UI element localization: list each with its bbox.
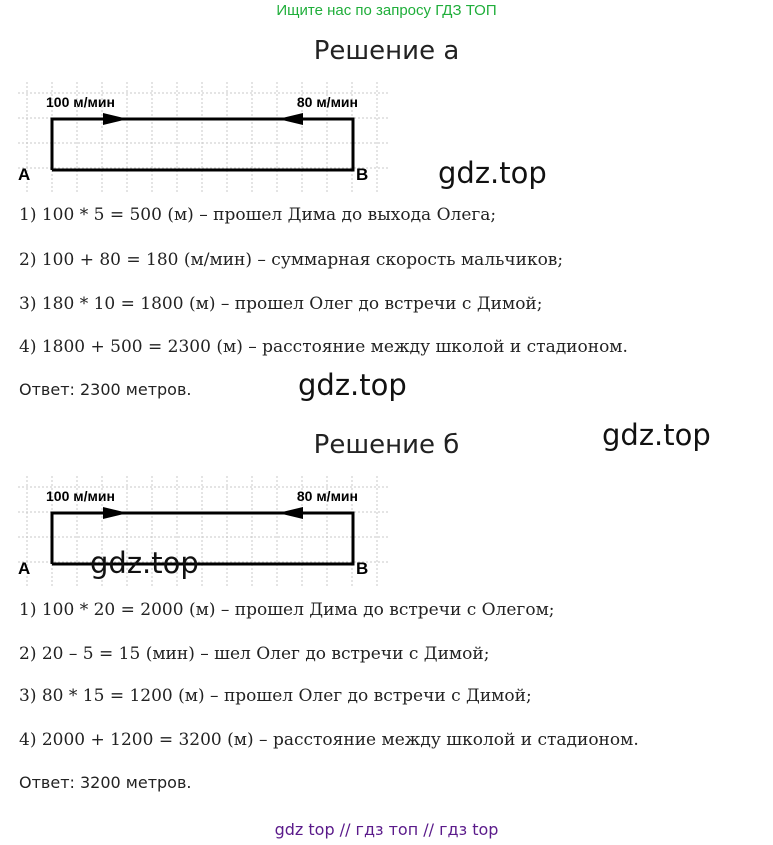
path-rectangle	[50, 511, 355, 566]
point-b-label: B	[356, 165, 368, 184]
left-speed-label: 100 м/мин	[46, 94, 115, 110]
right-arrow-icon	[103, 113, 128, 125]
search-hint-link[interactable]: Ищите нас по запросу ГДЗ ТОП	[276, 2, 497, 19]
left-arrow-icon	[278, 507, 303, 519]
right-arrow-icon	[103, 507, 128, 519]
solution-b-step-2: 2) 20 – 5 = 15 (мин) – шел Олег до встре…	[19, 644, 490, 664]
solution-a-answer: Ответ: 2300 метров.	[19, 380, 192, 399]
left-arrow-icon	[278, 113, 303, 125]
left-speed-label: 100 м/мин	[46, 488, 115, 504]
point-a-label: A	[18, 165, 30, 184]
solution-b-step-3: 3) 80 * 15 = 1200 (м) – прошел Олег до в…	[19, 686, 532, 706]
solution-b-title: Решение б	[313, 430, 460, 460]
path-rectangle	[50, 117, 355, 172]
watermark: gdz.top	[602, 418, 711, 452]
footer-links[interactable]: gdz top // гдз топ // гдз top	[274, 820, 499, 839]
solution-b-answer: Ответ: 3200 метров.	[19, 773, 192, 792]
solution-a-title: Решение а	[313, 36, 460, 66]
point-a-label: A	[18, 559, 30, 578]
solution-b-step-1: 1) 100 * 20 = 2000 (м) – прошел Дима до …	[19, 600, 555, 620]
right-speed-label: 80 м/мин	[297, 94, 358, 110]
solution-a-step-3: 3) 180 * 10 = 1800 (м) – прошел Олег до …	[19, 294, 543, 314]
right-speed-label: 80 м/мин	[297, 488, 358, 504]
watermark: gdz.top	[90, 546, 199, 580]
solution-a-step-4: 4) 1800 + 500 = 2300 (м) – расстояние ме…	[19, 337, 628, 357]
point-b-label: B	[356, 559, 368, 578]
solution-a-step-2: 2) 100 + 80 = 180 (м/мин) – суммарная ск…	[19, 250, 564, 270]
watermark: gdz.top	[438, 156, 547, 190]
solution-b-step-4: 4) 2000 + 1200 = 3200 (м) – расстояние м…	[19, 730, 639, 750]
watermark: gdz.top	[298, 368, 407, 402]
solution-a-step-1: 1) 100 * 5 = 500 (м) – прошел Дима до вы…	[19, 205, 497, 225]
